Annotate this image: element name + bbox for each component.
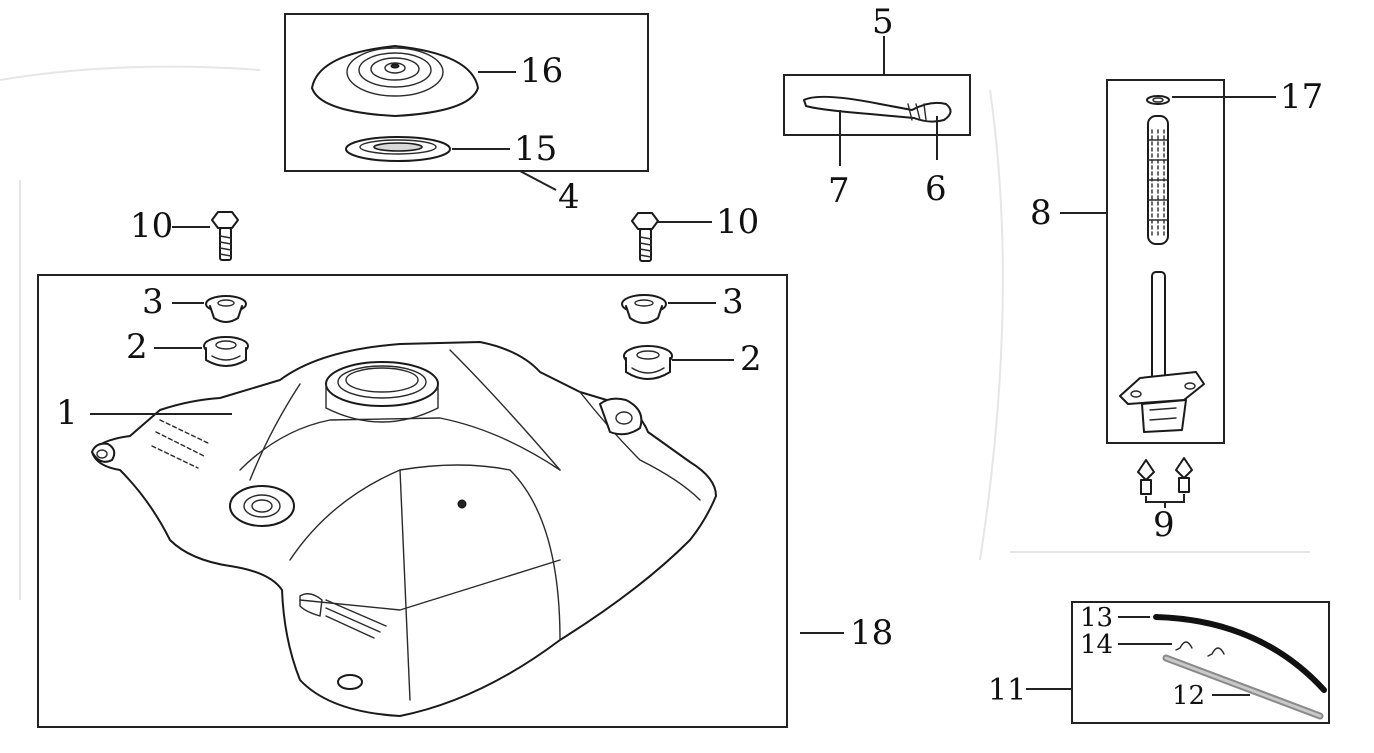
upper-hose-part xyxy=(1153,614,1327,693)
callout-13: 13 xyxy=(1080,603,1113,633)
tank-assembly-frame xyxy=(37,274,788,728)
grommet-left xyxy=(203,336,249,367)
callout-9: 9 xyxy=(1153,505,1175,545)
mounting-bolt-left xyxy=(211,211,239,261)
callout-1: 1 xyxy=(56,393,78,433)
fuel-filter-screen xyxy=(1147,115,1169,245)
callout-8: 8 xyxy=(1030,193,1052,233)
callout-5: 5 xyxy=(872,2,894,42)
collar-right xyxy=(621,294,667,324)
fuel-tank-assembly: 18 3 3 2 2 xyxy=(37,274,893,728)
cap-gasket xyxy=(345,136,451,162)
fuel-cap-assembly: 16 15 4 xyxy=(284,13,649,217)
callout-10-right: 10 xyxy=(716,202,759,242)
grommet-right xyxy=(623,345,673,380)
clip-assembly-frame xyxy=(783,74,971,136)
callout-11: 11 xyxy=(988,673,1026,708)
callout-12: 12 xyxy=(1172,681,1205,711)
fuel-cock-assembly: 17 8 9 xyxy=(1030,77,1323,545)
callout-3-right: 3 xyxy=(722,282,744,322)
hose-clip-assembly: 5 7 6 xyxy=(783,2,971,211)
leader-4 xyxy=(519,170,557,191)
fuel-cock-body xyxy=(1119,271,1205,433)
fuel-tank-body xyxy=(91,341,717,717)
hose-clip-rings xyxy=(1175,641,1225,657)
collar-left xyxy=(205,295,247,323)
callout-16: 16 xyxy=(520,51,563,91)
background-smudges xyxy=(0,65,1310,600)
callout-6: 6 xyxy=(925,169,947,209)
callout-18: 18 xyxy=(850,613,893,653)
hose-assembly-frame xyxy=(1071,601,1330,724)
fuel-cock-screws xyxy=(1137,457,1193,508)
mounting-bolt-right xyxy=(631,212,659,262)
callout-10-left: 10 xyxy=(130,206,173,246)
fuel-hose-assembly: 13 14 12 11 xyxy=(988,601,1330,724)
callout-15: 15 xyxy=(514,129,557,169)
callout-14: 14 xyxy=(1080,630,1113,660)
callout-2-right: 2 xyxy=(740,339,762,379)
callout-4: 4 xyxy=(558,177,580,217)
hose-clip-part xyxy=(803,95,952,123)
callout-3-left: 3 xyxy=(142,282,164,322)
callout-17: 17 xyxy=(1280,77,1323,117)
callout-2-left: 2 xyxy=(126,327,148,367)
fuel-cap xyxy=(311,45,479,117)
callout-7: 7 xyxy=(828,171,850,211)
cap-assembly-frame xyxy=(284,13,649,172)
fuel-cock-frame xyxy=(1106,79,1225,444)
oring-part xyxy=(1146,95,1170,105)
